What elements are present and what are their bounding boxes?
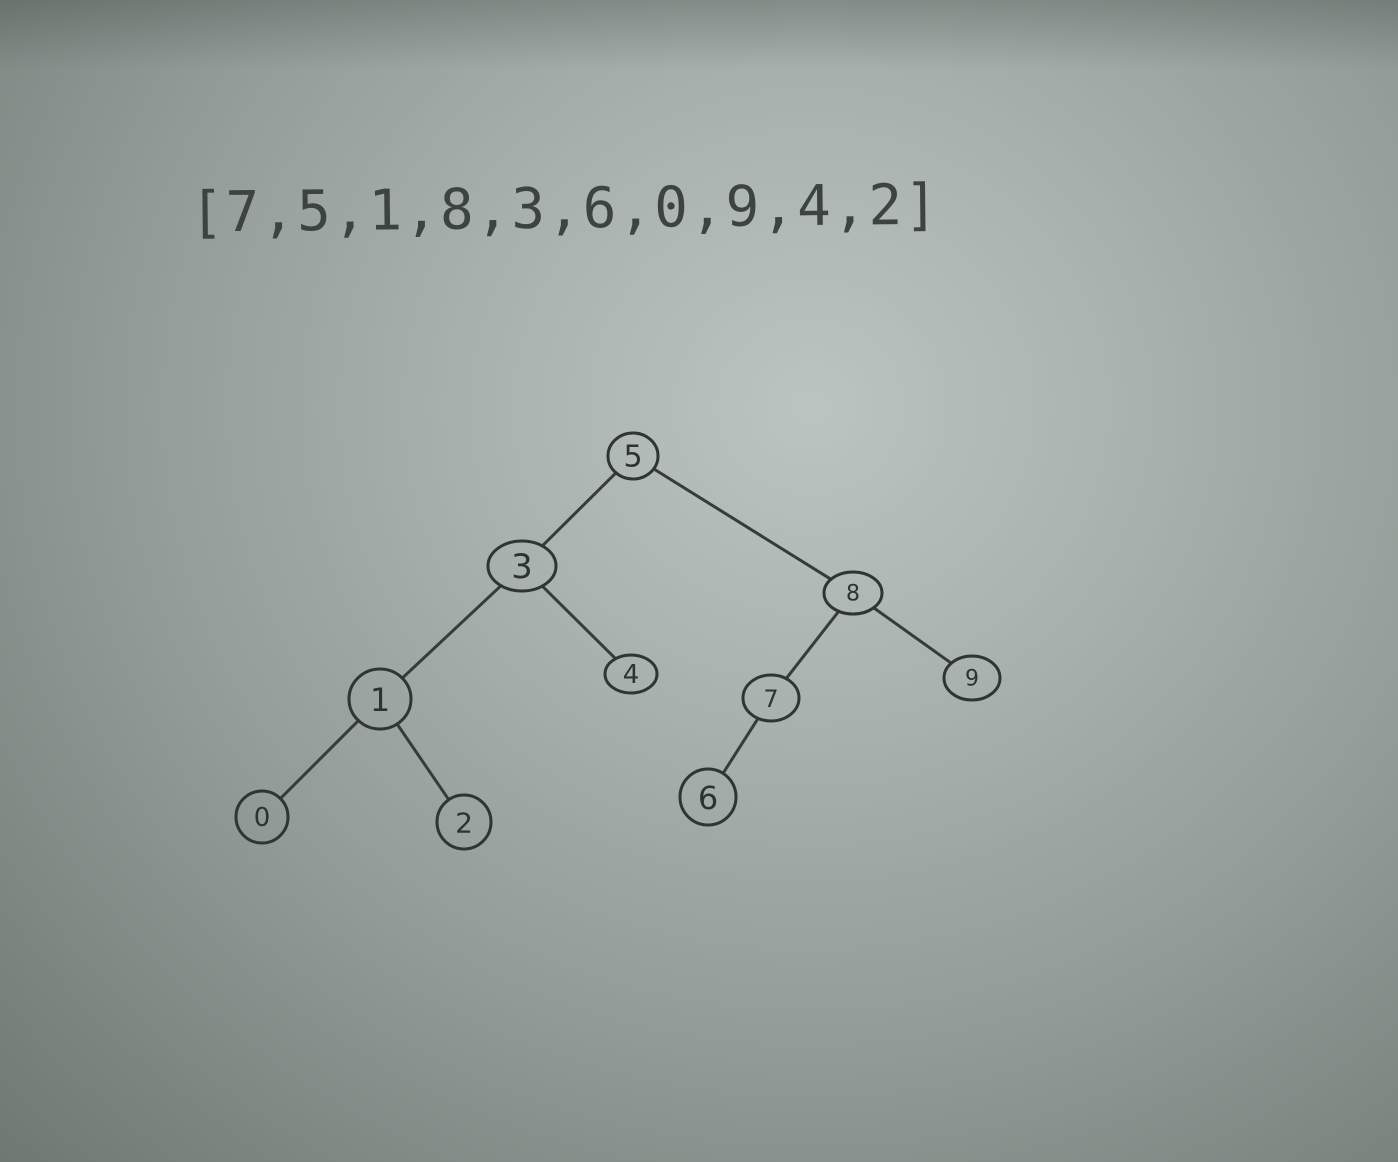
tree-node-label: 2 [455, 807, 473, 840]
tree-node-label: 9 [965, 667, 979, 692]
tree-edge-n1-n0 [278, 719, 360, 801]
tree-node-circle [486, 539, 558, 593]
tree-edge-n3-n1 [400, 584, 503, 680]
tree-node-circle [347, 667, 413, 731]
tree-node-4: 4 [603, 653, 659, 695]
tree-node-circle [603, 653, 659, 695]
tree-node-3: 3 [486, 539, 558, 593]
tree-node-circle [741, 673, 801, 723]
tree-node-label: 4 [623, 660, 640, 690]
tree-edge-n8-n9 [872, 606, 953, 665]
tree-node-6: 6 [678, 767, 738, 827]
tree-node-label: 7 [763, 685, 778, 713]
tree-edge-n1-n2 [395, 722, 451, 802]
tree-node-label: 5 [623, 440, 642, 475]
tree-node-1: 1 [347, 667, 413, 731]
top-shadow [0, 0, 1398, 70]
tree-edges [278, 467, 953, 802]
tree-edge-n5-n3 [540, 471, 618, 548]
tree-node-label: 8 [846, 582, 860, 607]
tree-node-label: 6 [698, 779, 718, 817]
tree-node-2: 2 [435, 793, 493, 851]
tree-node-label: 3 [511, 547, 533, 587]
tree-edge-n8-n7 [784, 609, 841, 681]
tree-node-circle [234, 789, 290, 845]
tree-edge-n7-n6 [721, 716, 760, 775]
tree-node-circle [942, 654, 1002, 702]
tree-nodes: 5 3 8 1 4 7 9 0 2 6 [234, 431, 1002, 851]
tree-node-5: 5 [606, 431, 660, 481]
tree-node-8: 8 [822, 570, 884, 616]
tree-edge-n3-n4 [540, 584, 618, 661]
tree-node-0: 0 [234, 789, 290, 845]
tree-node-9: 9 [942, 654, 1002, 702]
tree-edge-n5-n8 [652, 467, 833, 581]
tree-node-circle [822, 570, 884, 616]
tree-node-circle [678, 767, 738, 827]
tree-node-label: 1 [370, 681, 390, 719]
tree-node-7: 7 [741, 673, 801, 723]
tree-node-label: 0 [254, 803, 271, 833]
tree-node-circle [606, 431, 660, 481]
tree-node-circle [435, 793, 493, 851]
